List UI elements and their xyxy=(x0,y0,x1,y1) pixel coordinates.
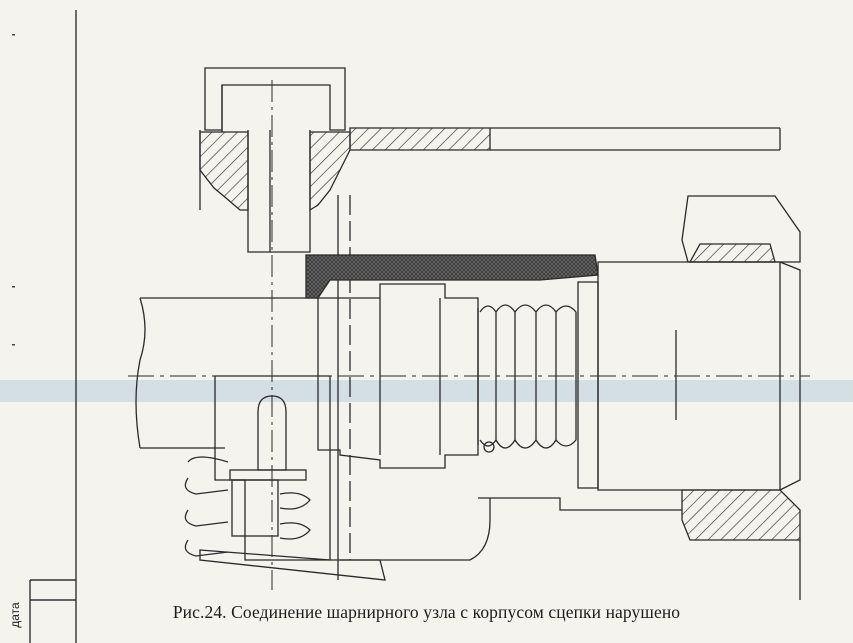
protective-cover xyxy=(305,254,599,299)
nut-upper-section xyxy=(688,243,776,263)
flange-section xyxy=(199,127,781,212)
lower-housing xyxy=(340,497,801,600)
scan-band xyxy=(0,380,853,402)
frame-border xyxy=(29,10,77,643)
spring xyxy=(184,456,386,581)
bellows xyxy=(477,304,577,453)
figure-caption: Рис.24. Соединение шарнирного узла с кор… xyxy=(172,602,681,622)
shaft xyxy=(135,297,318,449)
nut-lower xyxy=(681,489,801,541)
latch-mechanism xyxy=(214,375,331,561)
margin-ticks xyxy=(12,34,15,346)
nut-upper xyxy=(681,195,801,263)
joint-housing xyxy=(317,283,479,469)
